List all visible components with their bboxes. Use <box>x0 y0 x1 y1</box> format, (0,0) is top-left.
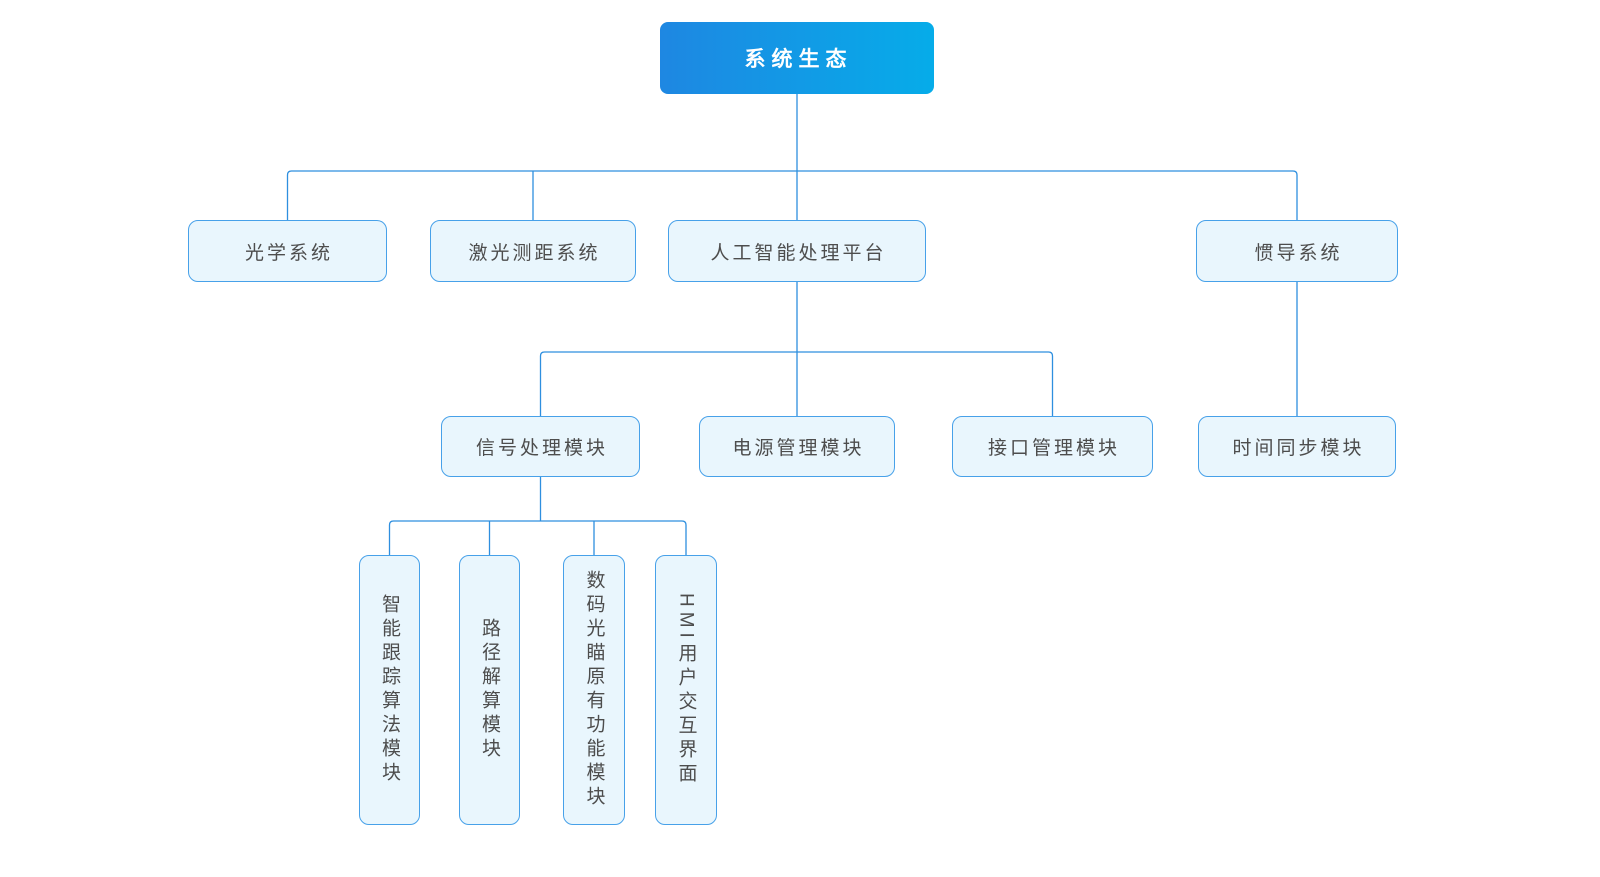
node-label: 时间同步模块 <box>1232 438 1365 459</box>
node-inertial-navigation-system[interactable]: 惯导系统 <box>1196 220 1398 282</box>
node-ai-processing-platform[interactable]: 人工智能处理平台 <box>668 220 926 282</box>
node-label: 系统生态 <box>744 48 853 71</box>
node-label: HMI用户交互界面 <box>675 593 697 787</box>
node-label: 信号处理模块 <box>475 438 608 459</box>
node-label: 数码光瞄原有功能模块 <box>583 570 605 810</box>
node-interface-management-module[interactable]: 接口管理模块 <box>952 416 1153 477</box>
node-label: 电源管理模块 <box>732 438 865 459</box>
node-label: 接口管理模块 <box>987 438 1120 459</box>
node-power-management-module[interactable]: 电源管理模块 <box>699 416 895 477</box>
node-time-sync-module[interactable]: 时间同步模块 <box>1198 416 1396 477</box>
node-system-ecosystem[interactable]: 系统生态 <box>660 22 934 94</box>
node-label: 人工智能处理平台 <box>710 242 887 264</box>
node-laser-ranging-system[interactable]: 激光测距系统 <box>430 220 636 282</box>
node-label: 路径解算模块 <box>479 618 500 762</box>
node-intelligent-tracking-algorithm-module[interactable]: 智能跟踪算法模块 <box>359 555 420 825</box>
node-optical-system[interactable]: 光学系统 <box>188 220 387 282</box>
node-hmi-user-interaction-interface[interactable]: HMI用户交互界面 <box>655 555 717 825</box>
node-label: 光学系统 <box>244 242 333 264</box>
node-signal-processing-module[interactable]: 信号处理模块 <box>441 416 640 477</box>
node-label: 惯导系统 <box>1254 242 1343 264</box>
node-path-solving-module[interactable]: 路径解算模块 <box>459 555 520 825</box>
node-label: 智能跟踪算法模块 <box>379 594 400 786</box>
node-label: 激光测距系统 <box>468 242 601 264</box>
node-digital-sight-original-function-module[interactable]: 数码光瞄原有功能模块 <box>563 555 625 825</box>
